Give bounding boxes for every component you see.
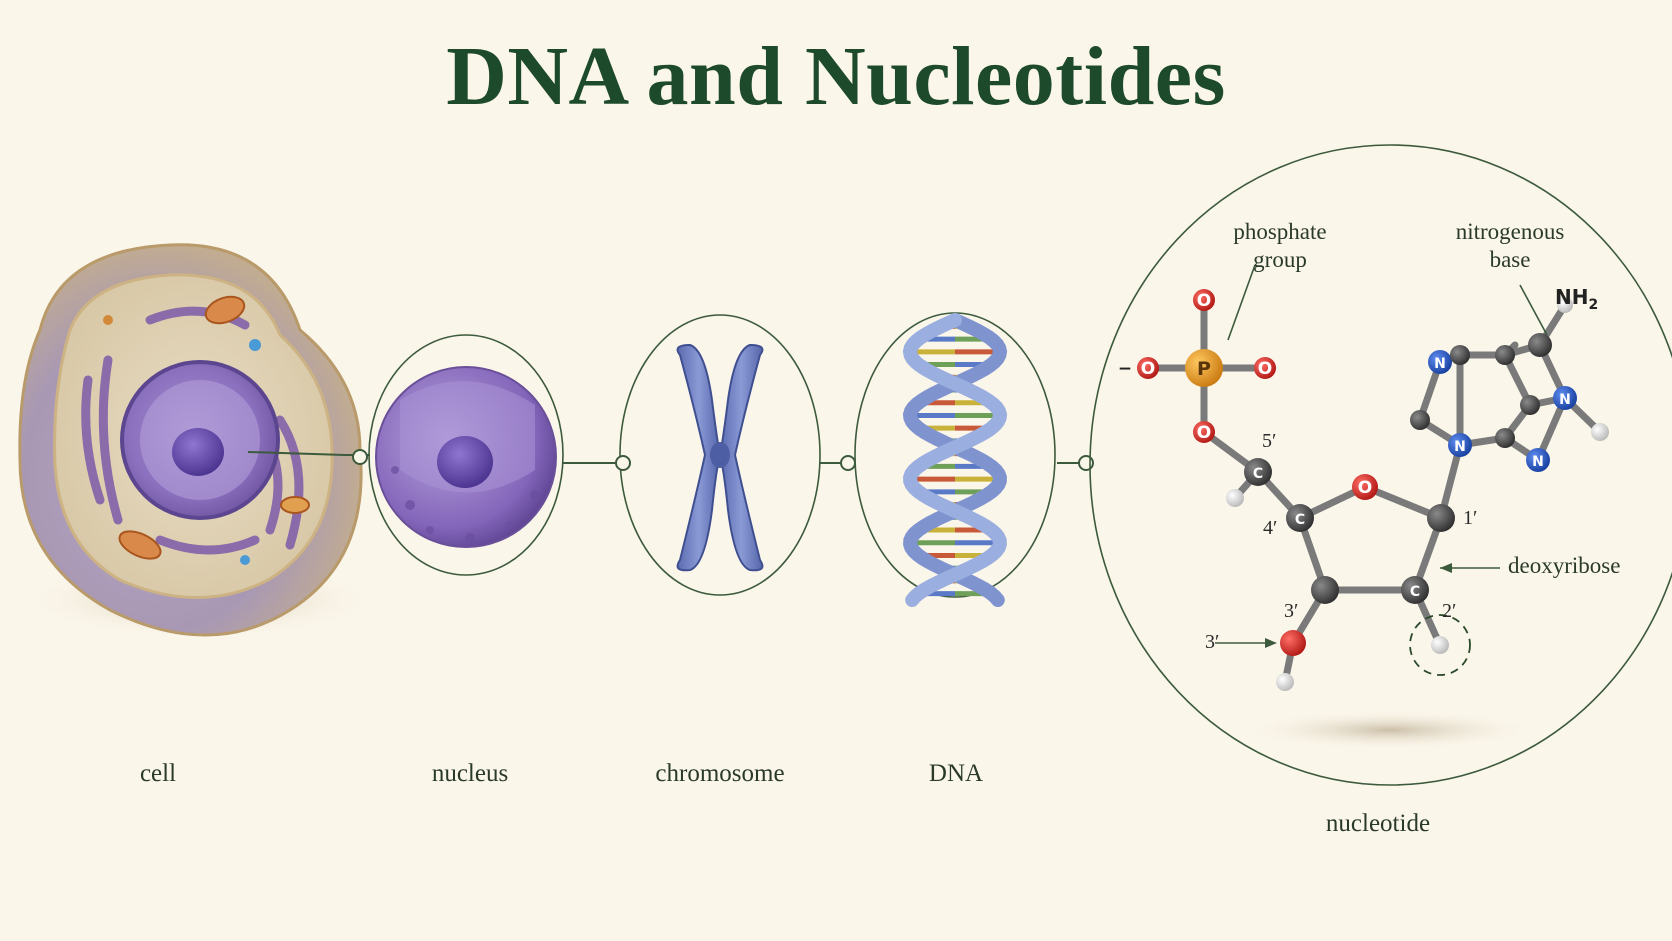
position-1-prime: 1′ (1463, 507, 1478, 529)
hydrogen-atom (1276, 673, 1294, 691)
base-label-line-2: base (1489, 247, 1531, 272)
stage-label-chromosome: chromosome (655, 760, 785, 787)
nitrogen-atom (1553, 386, 1577, 410)
nitrogen-atom (1428, 350, 1452, 374)
hydrogen-atom (1226, 489, 1244, 507)
atom-letter-o: O (1197, 291, 1211, 311)
atom-letter-p: P (1197, 358, 1211, 380)
atom-letter-n: N (1454, 439, 1466, 455)
atom-letter-c: C (1295, 512, 1305, 528)
carbon-atom (1410, 410, 1430, 430)
carbon-atom (1450, 345, 1470, 365)
amine-label: NH2 (1555, 285, 1598, 313)
carbon-atom (1311, 576, 1339, 604)
phosphate-label-line-2: group (1253, 247, 1307, 272)
nucleus-illustration (368, 334, 564, 576)
page-title: DNA and Nucleotides (446, 30, 1226, 123)
oxygen-atom (1280, 630, 1306, 656)
atom-letter-n: N (1434, 356, 1446, 372)
atom-letter-c: C (1253, 466, 1263, 482)
atom-letter-o: O (1141, 359, 1155, 379)
carbon-atom (1427, 504, 1455, 532)
hydrogen-atom (1591, 423, 1609, 441)
oxygen-atom (1193, 421, 1215, 443)
base-label-line-1: nitrogenous (1455, 219, 1565, 244)
atom-letter-o: O (1358, 478, 1372, 498)
hydrogen-atom (1431, 636, 1449, 654)
negative-charge: − (1118, 359, 1132, 379)
cell-illustration (18, 243, 380, 640)
position-5-prime: 5′ (1262, 430, 1277, 452)
atom-letter-o: O (1197, 423, 1211, 443)
dna-strand-a (902, 313, 1008, 607)
stage-label-nucleotide: nucleotide (1325, 810, 1431, 837)
oxygen-atom (1254, 357, 1276, 379)
stage-label-nucleus: nucleus (431, 760, 509, 787)
stage-label-dna: DNA (928, 760, 984, 787)
position-2-prime: 2′ (1442, 600, 1457, 622)
position-4-prime: 4′ (1263, 517, 1278, 539)
carbon-atom (1244, 458, 1272, 486)
oxygen-atom (1137, 357, 1159, 379)
carbon-atom (1495, 428, 1515, 448)
carbon-atom (1495, 345, 1515, 365)
atom-letter-o: O (1258, 359, 1272, 379)
phosphate-label-line-1: phosphate (1233, 219, 1327, 244)
nitrogen-atom (1526, 448, 1550, 472)
carbon-atom (1520, 395, 1540, 415)
missing-oxygen-marker (1409, 614, 1471, 676)
three-prime-end-label: 3′ (1205, 631, 1220, 653)
stage-label-cell: cell (139, 760, 177, 787)
atom-letter-c: C (1410, 584, 1420, 600)
deoxyribose-label: deoxyribose (1508, 553, 1621, 578)
atom-letter-n: N (1559, 392, 1571, 408)
hydrogen-atom (1557, 297, 1573, 313)
carbon-atom (1286, 504, 1314, 532)
phosphate-group-label: phosphate group (1210, 218, 1350, 274)
nitrogenous-base-label: nitrogenous base (1440, 218, 1580, 274)
carbon-atom (1401, 576, 1429, 604)
oxygen-atom (1193, 289, 1215, 311)
oxygen-atom (1352, 474, 1378, 500)
nucleotide-illustration: O O O O P C C O C N N N N − NH2 (1089, 144, 1672, 786)
atom-letter-n: N (1532, 454, 1544, 470)
dna-illustration (854, 312, 1056, 607)
position-3-prime: 3′ (1284, 600, 1299, 622)
chromosome-illustration (619, 314, 821, 596)
nitrogen-atom (1448, 433, 1472, 457)
carbon-atom (1528, 333, 1552, 357)
phosphorus-atom (1185, 349, 1223, 387)
dna-strand-b (902, 313, 1008, 607)
